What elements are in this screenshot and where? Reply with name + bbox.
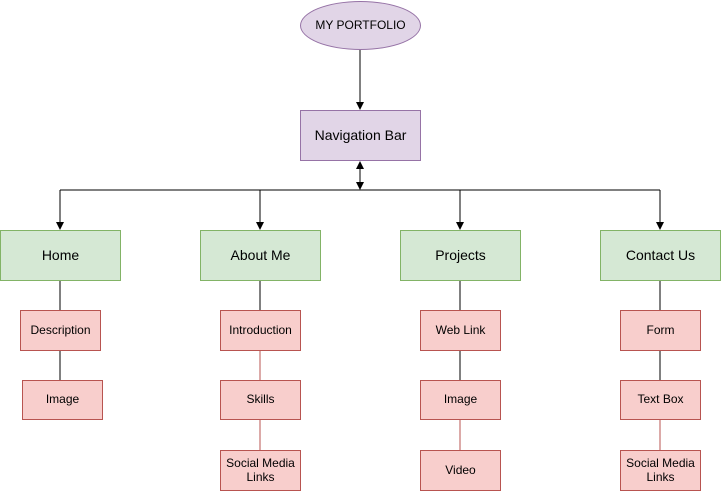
section-contact-us: Contact Us: [600, 230, 721, 281]
contact-item-text-box: Text Box: [620, 380, 701, 420]
navigation-bar-label: Navigation Bar: [314, 127, 407, 144]
projects-item-image-label: Image: [443, 392, 478, 407]
about-item-introduction: Introduction: [220, 310, 301, 351]
contact-item-form: Form: [620, 310, 701, 351]
projects-item-image: Image: [420, 380, 501, 420]
section-projects: Projects: [400, 230, 521, 281]
section-projects-label: Projects: [435, 247, 486, 264]
home-item-description: Description: [20, 310, 101, 351]
root-node: MY PORTFOLIO: [300, 1, 421, 50]
about-item-introduction-label: Introduction: [229, 322, 292, 337]
section-about-me-label: About Me: [230, 247, 291, 264]
contact-item-text-box-label: Text Box: [637, 392, 684, 407]
projects-item-video: Video: [420, 450, 501, 491]
section-contact-us-label: Contact Us: [625, 247, 696, 264]
projects-item-video-label: Video: [445, 462, 476, 477]
section-about-me: About Me: [200, 230, 321, 281]
about-item-social-media-links-label: Social Media Links: [226, 455, 295, 484]
about-item-skills-label: Skills: [246, 392, 275, 407]
section-home-label: Home: [41, 247, 80, 264]
navigation-bar-node: Navigation Bar: [300, 110, 421, 161]
home-item-description-label: Description: [30, 322, 91, 337]
contact-item-social-media-links-label: Social Media Links: [626, 455, 695, 484]
root-label: MY PORTFOLIO: [315, 17, 406, 32]
projects-item-web-link-label: Web Link: [435, 322, 486, 337]
contact-item-social-media-links: Social Media Links: [620, 450, 701, 491]
about-item-skills: Skills: [220, 380, 301, 420]
about-item-social-media-links: Social Media Links: [220, 450, 301, 491]
home-item-image-label: Image: [45, 392, 80, 407]
projects-item-web-link: Web Link: [420, 310, 501, 351]
section-home: Home: [0, 230, 121, 281]
home-item-image: Image: [22, 380, 103, 420]
contact-item-form-label: Form: [646, 322, 675, 337]
